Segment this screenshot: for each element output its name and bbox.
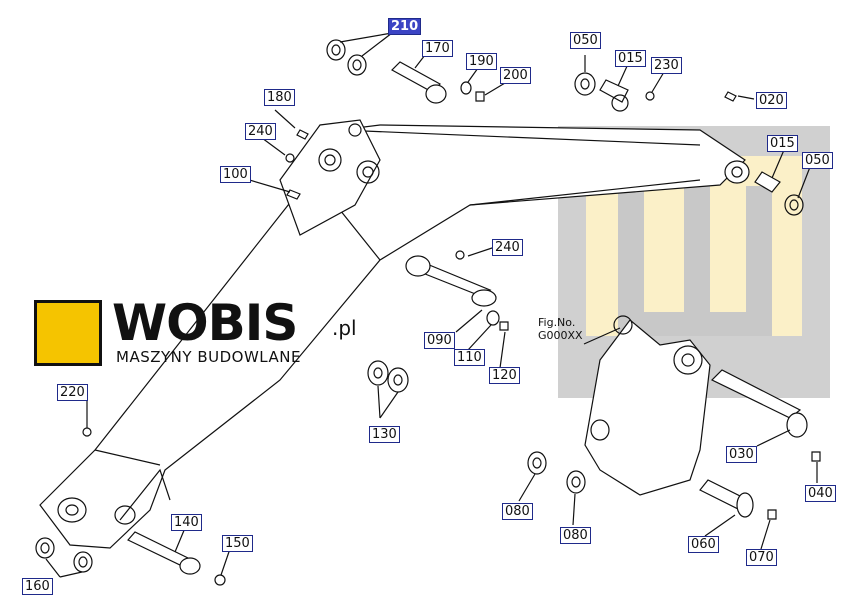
figure-number: G000XX <box>538 329 583 342</box>
part-callout-140[interactable]: 140 <box>171 514 202 531</box>
figure-label-text: Fig.No. <box>538 316 576 329</box>
boom-drawing <box>35 32 821 586</box>
part-callout-080-right[interactable]: 080 <box>560 527 591 544</box>
part-callout-160[interactable]: 160 <box>22 578 53 595</box>
part-callout-180[interactable]: 180 <box>264 89 295 106</box>
part-callout-080-left[interactable]: 080 <box>502 503 533 520</box>
part-callout-050[interactable]: 050 <box>570 32 601 49</box>
part-callout-100[interactable]: 100 <box>220 166 251 183</box>
wobis-logo-mark <box>34 300 102 366</box>
part-callout-120[interactable]: 120 <box>489 367 520 384</box>
logo-tld: .pl <box>332 316 357 340</box>
part-callout-040[interactable]: 040 <box>805 485 836 502</box>
part-callout-070[interactable]: 070 <box>746 549 777 566</box>
part-callout-220[interactable]: 220 <box>57 384 88 401</box>
wobis-logo: WOBIS .pl MASZYNY BUDOWLANE <box>34 294 357 370</box>
part-callout-060[interactable]: 060 <box>688 536 719 553</box>
part-callout-050-right[interactable]: 050 <box>802 152 833 169</box>
part-callout-230[interactable]: 230 <box>651 57 682 74</box>
part-callout-240-mid[interactable]: 240 <box>492 239 523 256</box>
figure-label: Fig.No. G000XX <box>538 316 583 342</box>
part-callout-015-right[interactable]: 015 <box>767 135 798 152</box>
logo-brand: WOBIS <box>112 294 298 352</box>
part-callout-130[interactable]: 130 <box>369 426 400 443</box>
part-callout-030[interactable]: 030 <box>726 446 757 463</box>
part-callout-090[interactable]: 090 <box>424 332 455 349</box>
part-callout-170[interactable]: 170 <box>422 40 453 57</box>
part-callout-110[interactable]: 110 <box>454 349 485 366</box>
part-callout-200[interactable]: 200 <box>500 67 531 84</box>
part-callout-020[interactable]: 020 <box>756 92 787 109</box>
part-callout-190[interactable]: 190 <box>466 53 497 70</box>
part-callout-015[interactable]: 015 <box>615 50 646 67</box>
part-callout-150[interactable]: 150 <box>222 535 253 552</box>
logo-tagline: MASZYNY BUDOWLANE <box>116 348 301 366</box>
part-callout-240-upper[interactable]: 240 <box>245 123 276 140</box>
part-callout-210[interactable]: 210 <box>388 18 422 35</box>
